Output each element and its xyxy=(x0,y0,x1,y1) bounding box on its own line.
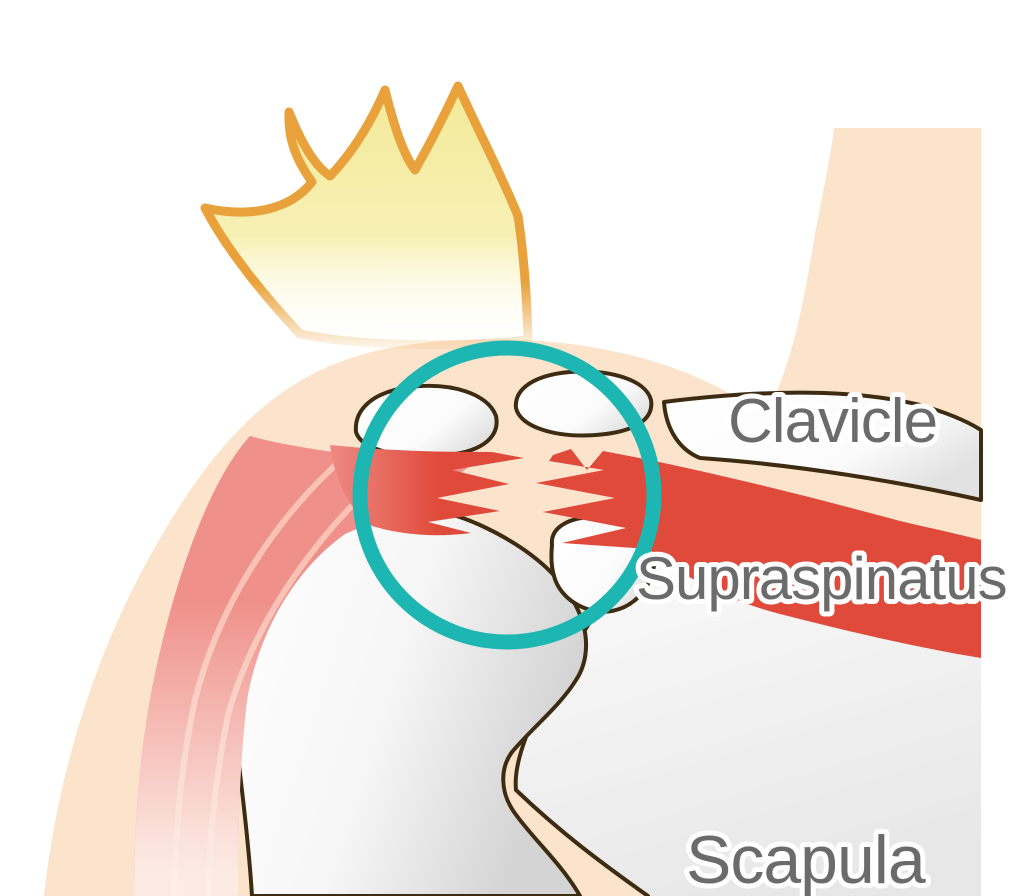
supraspinatus-tendon-left-stump xyxy=(330,445,524,536)
pain-flash-icon xyxy=(200,81,533,350)
clavicle-shaft-bone xyxy=(662,390,983,502)
scapula-bone xyxy=(515,549,981,896)
tear-highlight-ring xyxy=(352,340,662,650)
label-clavicle: Clavicle xyxy=(728,387,937,456)
label-supraspinatus: Supraspinatus xyxy=(636,545,1007,612)
label-scapula: Scapula xyxy=(686,822,926,896)
